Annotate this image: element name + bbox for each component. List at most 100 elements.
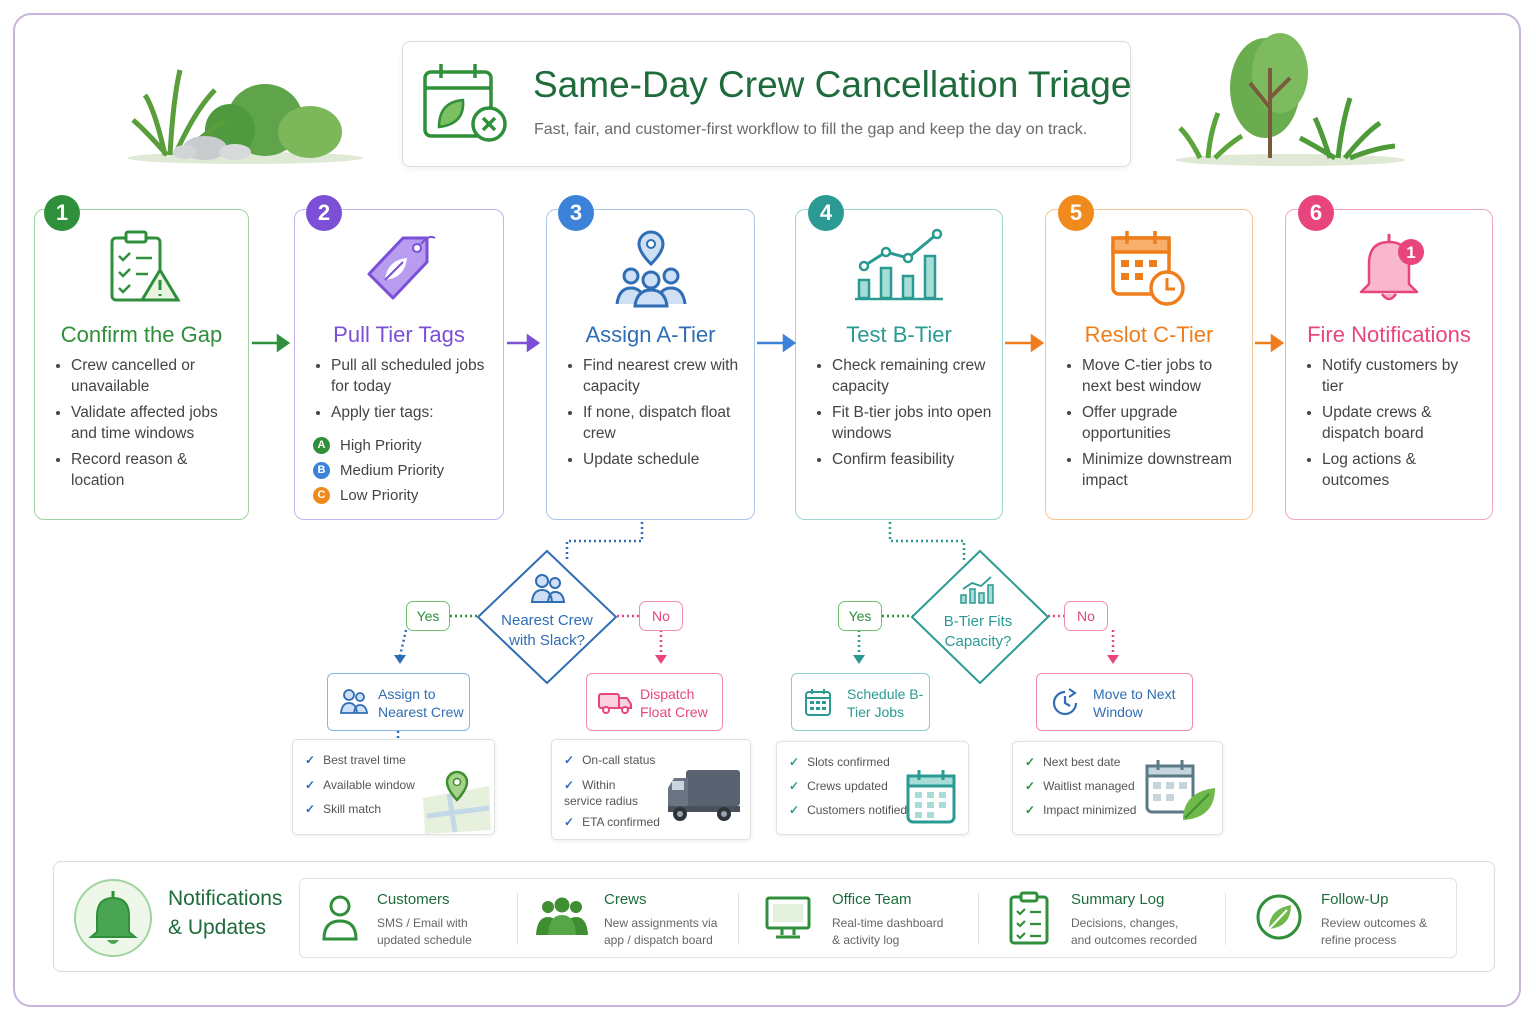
step-card-2: Pull Tier Tags Pull all scheduled jobs f… <box>294 209 504 520</box>
crew-icon <box>340 689 368 714</box>
bullet-item: If none, dispatch float crew <box>583 403 743 444</box>
decision-question-b: B-Tier Fits Capacity? <box>943 613 1013 650</box>
step-title: Confirm the Gap <box>60 322 223 347</box>
chart-icon <box>960 576 994 604</box>
schedule-checklist: ✓Slots confirmed ✓Crews updated ✓Custome… <box>776 741 969 835</box>
step-bullets: Crew cancelled or unavailable Validate a… <box>57 356 236 497</box>
calendar-cancel-icon <box>423 64 507 142</box>
bullet-item: Check remaining crew capacity <box>832 356 992 397</box>
notif-desc: Review outcomes & refine process <box>1321 916 1428 947</box>
tier-a: A High Priority <box>313 437 444 454</box>
monitor-icon <box>765 896 811 939</box>
notif-office-team: Office Team Real-time dashboard & activi… <box>740 879 978 957</box>
check-item: ✓Waitlist managed <box>1025 779 1135 793</box>
clipboard-warning-icon <box>110 230 181 302</box>
check-item: ✓Customers notified <box>789 803 908 817</box>
calendar-clock-icon <box>1111 231 1185 306</box>
check-item: ✓Within service radius <box>564 778 639 808</box>
schedule-b-tier-box: Schedule B-Tier Jobs <box>791 673 930 731</box>
divider <box>738 893 739 945</box>
bullet-item: Validate affected jobs and time windows <box>71 403 236 444</box>
tree-right-illustration <box>1175 33 1405 166</box>
notif-summary-log: Summary Log Decisions, changes, and outc… <box>980 879 1225 957</box>
step-bullets: Move C-tier jobs to next best window Off… <box>1068 356 1242 497</box>
alert-count: 1 <box>1406 243 1415 262</box>
notification-channels: Customers SMS / Email with updated sched… <box>299 878 1457 958</box>
tier-label: Medium Priority <box>340 462 445 479</box>
step-title: Fire Notifications <box>1307 322 1471 347</box>
tag-leaf-icon <box>367 235 436 300</box>
notif-title: Office Team <box>832 891 912 908</box>
step-card-6: 1 Fire Notifications Notify customers by… <box>1285 209 1493 520</box>
check-item: ✓Skill match <box>305 802 382 816</box>
check-item: ✓Crews updated <box>789 779 888 793</box>
decision-question-a: Nearest Crew with Slack? <box>501 612 593 649</box>
bullet-item: Minimize downstream impact <box>1082 450 1242 491</box>
plants-left-illustration <box>127 69 363 164</box>
calendar-leaf-icon <box>1145 760 1215 820</box>
tier-label: Low Priority <box>340 487 419 504</box>
notifications-panel: Notifications & Updates Customers SMS / … <box>53 861 1495 972</box>
check-item: ✓Next best date <box>1025 755 1121 769</box>
action-label: Assign to Nearest Crew <box>378 686 464 720</box>
dispatch-float-crew-box: Dispatch Float Crew <box>586 673 723 731</box>
notif-title: Summary Log <box>1071 891 1165 908</box>
dispatch-checklist: ✓On-call status ✓Within service radius ✓… <box>551 739 751 840</box>
truck-icon <box>668 770 740 821</box>
bullet-item: Move C-tier jobs to next best window <box>1082 356 1242 397</box>
bar-chart-icon <box>855 228 943 301</box>
notif-desc: New assignments via app / dispatch board <box>604 916 718 947</box>
bullet-item: Log actions & outcomes <box>1322 450 1482 491</box>
yes-label: Yes <box>838 601 882 631</box>
step-title: Assign A-Tier <box>585 322 716 347</box>
yes-label: Yes <box>406 601 450 631</box>
divider <box>978 893 979 945</box>
step-card-5: Reslot C-Tier Move C-tier jobs to next b… <box>1045 209 1253 520</box>
step-bullets: Pull all scheduled jobs for today Apply … <box>317 356 496 430</box>
notif-title: Customers <box>377 891 450 908</box>
step-title: Pull Tier Tags <box>333 322 465 347</box>
check-item: ✓Available window <box>305 778 415 792</box>
bell-alert-icon: 1 <box>1359 234 1424 301</box>
team-icon <box>536 897 588 935</box>
move-next-window-box: Move to Next Window <box>1036 673 1193 731</box>
check-item: ✓Impact minimized <box>1025 803 1137 817</box>
no-label: No <box>1064 601 1108 631</box>
crew-icon <box>530 574 566 603</box>
step-number-badge: 2 <box>306 195 342 231</box>
step-number-badge: 5 <box>1058 195 1094 231</box>
notifications-title: Notifications & Updates <box>168 887 283 939</box>
bullet-item: Pull all scheduled jobs for today <box>331 356 496 397</box>
assign-nearest-crew-box: Assign to Nearest Crew <box>327 673 470 731</box>
notif-crews: Crews New assignments via app / dispatch… <box>518 879 738 957</box>
clock-arrow-icon <box>1052 688 1078 716</box>
action-label: Dispatch Float Crew <box>640 686 708 720</box>
bullet-item: Record reason & location <box>71 450 236 491</box>
bullet-item: Fit B-tier jobs into open windows <box>832 403 992 444</box>
tier-b-badge: B <box>313 462 330 479</box>
tier-a-badge: A <box>313 437 330 454</box>
bullet-item: Apply tier tags: <box>331 403 496 424</box>
step-card-1: Confirm the Gap Crew cancelled or unavai… <box>34 209 249 520</box>
checklist-icon <box>1009 891 1049 945</box>
bullet-item: Update schedule <box>583 450 743 471</box>
bell-icon <box>74 879 152 957</box>
bullet-item: Offer upgrade opportunities <box>1082 403 1242 444</box>
tier-label: High Priority <box>340 437 422 454</box>
next-window-checklist: ✓Next best date ✓Waitlist managed ✓Impac… <box>1012 741 1223 835</box>
step-title: Reslot C-Tier <box>1084 322 1214 347</box>
bullet-item: Find nearest crew with capacity <box>583 356 743 397</box>
check-item: ✓Slots confirmed <box>789 755 890 769</box>
divider <box>1225 893 1226 945</box>
notif-customers: Customers SMS / Email with updated sched… <box>300 879 515 957</box>
bullet-item: Notify customers by tier <box>1322 356 1482 397</box>
step-bullets: Find nearest crew with capacity If none,… <box>569 356 743 477</box>
step-bullets: Notify customers by tier Update crews & … <box>1308 356 1482 497</box>
notif-desc: Real-time dashboard & activity log <box>832 916 944 947</box>
step-number-badge: 3 <box>558 195 594 231</box>
bullet-item: Crew cancelled or unavailable <box>71 356 236 397</box>
truck-icon <box>598 693 632 714</box>
